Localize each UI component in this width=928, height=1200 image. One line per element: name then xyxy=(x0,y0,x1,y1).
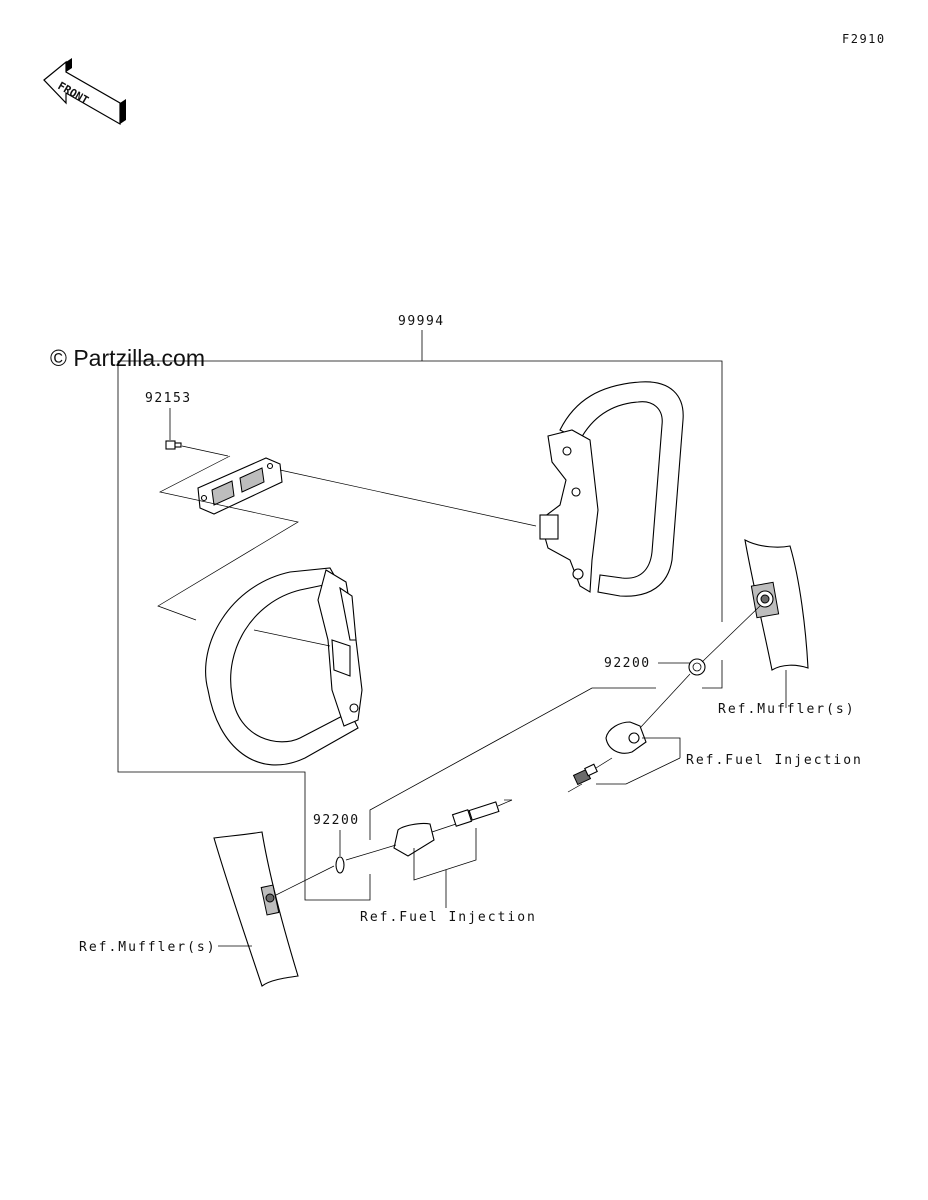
ref-fuel-injection-right: Ref.Fuel Injection xyxy=(686,753,863,768)
figure-code: F2910 xyxy=(842,32,886,46)
callout-92153: 92153 xyxy=(145,391,192,406)
callout-92200-right: 92200 xyxy=(604,656,651,671)
watermark: © Partzilla.com xyxy=(50,345,205,371)
ref-muffler-left: Ref.Muffler(s) xyxy=(79,940,217,955)
callout-99994: 99994 xyxy=(398,314,445,329)
sensor-left xyxy=(393,799,513,857)
bolt-92153 xyxy=(165,440,182,450)
muffler-left xyxy=(213,831,299,987)
front-arrow-icon: FRONT xyxy=(43,58,126,126)
callout-92200-left: 92200 xyxy=(313,813,360,828)
engine-guard-left xyxy=(205,567,363,766)
washer-92200-right xyxy=(688,658,706,676)
ref-muffler-right: Ref.Muffler(s) xyxy=(718,702,856,717)
sensor-right xyxy=(567,721,647,793)
engine-guard-right xyxy=(539,381,684,597)
muffler-right xyxy=(744,538,809,671)
ref-fuel-injection-left: Ref.Fuel Injection xyxy=(360,910,537,925)
washer-92200-left xyxy=(335,856,345,874)
mounting-plate xyxy=(197,457,283,515)
kit-bracket xyxy=(117,330,723,862)
